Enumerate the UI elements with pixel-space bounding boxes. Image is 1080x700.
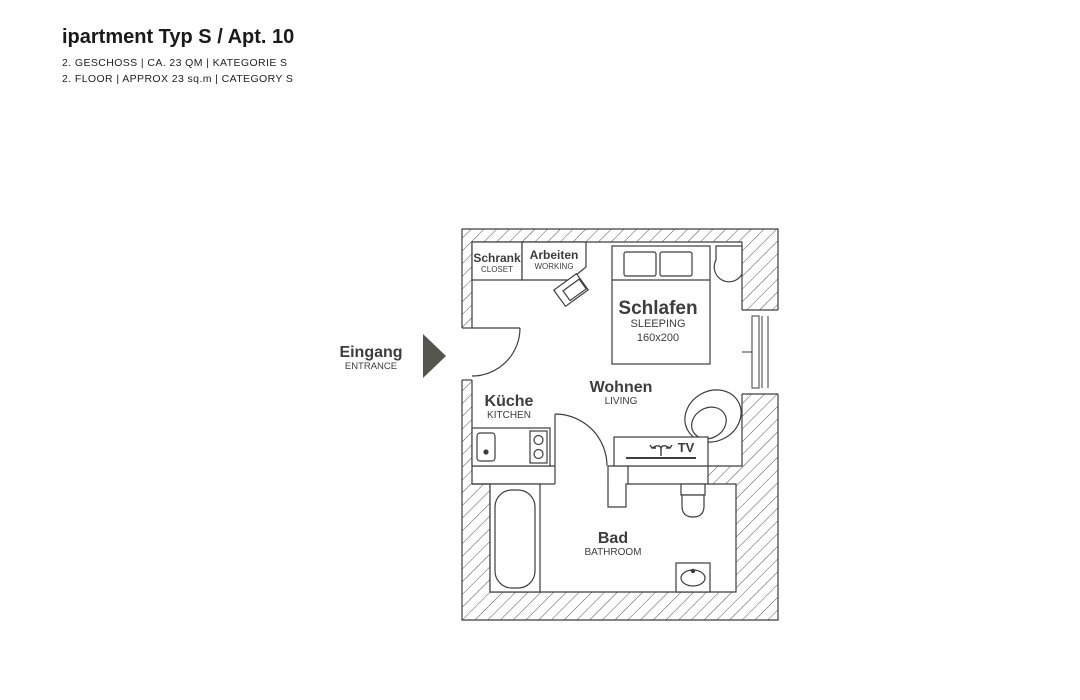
working-label: Arbeiten	[530, 248, 579, 262]
subtitle-german: 2. GESCHOSS | CA. 23 QM | KATEGORIE S	[62, 57, 288, 69]
tv-label: TV	[678, 440, 695, 455]
sleeping-label-en: SLEEPING	[630, 318, 685, 330]
working-label-en: WORKING	[534, 262, 573, 271]
page-title: ipartment Typ S / Apt. 10	[62, 26, 295, 48]
entrance-door[interactable]	[471, 327, 521, 377]
entrance-opening	[461, 328, 473, 380]
pillow-right	[659, 251, 693, 277]
kitchen-counter	[471, 427, 551, 467]
desk-chair	[552, 272, 590, 308]
washbasin	[675, 562, 711, 593]
subtitle-english: 2. FLOOR | APPROX 23 sq.m | CATEGORY S	[62, 73, 294, 85]
kitchen-label-en: KITCHEN	[487, 410, 531, 421]
bathroom-label-en: BATHROOM	[584, 547, 641, 558]
living-label: Wohnen	[590, 379, 653, 396]
closet: Schrank CLOSET	[471, 241, 523, 281]
closet-label-en: CLOSET	[481, 265, 513, 274]
closet-label: Schrank	[473, 251, 521, 265]
bed: Schlafen SLEEPING 160x200	[611, 245, 711, 365]
entrance-label-en: ENTRANCE	[345, 361, 397, 372]
kitchen-sink	[476, 432, 496, 462]
bed-size-label: 160x200	[637, 332, 679, 344]
bedside-table	[713, 245, 743, 283]
bathroom-door[interactable]	[554, 413, 608, 467]
desk: Arbeiten WORKING	[521, 241, 587, 281]
living-label-en: LIVING	[605, 396, 638, 407]
window	[741, 309, 779, 395]
pillow-left	[623, 251, 657, 277]
tv-swivel-icon	[649, 444, 673, 456]
entrance-label: Eingang	[339, 344, 402, 361]
sleeping-label: Schlafen	[618, 298, 697, 319]
entrance-arrow-icon	[423, 334, 446, 378]
armchair	[684, 389, 742, 443]
tv-sideboard: TV	[613, 436, 709, 467]
kitchen-label: Küche	[485, 393, 534, 410]
toilet	[680, 483, 706, 518]
bathtub	[489, 483, 541, 593]
bathroom-label: Bad	[598, 530, 628, 547]
